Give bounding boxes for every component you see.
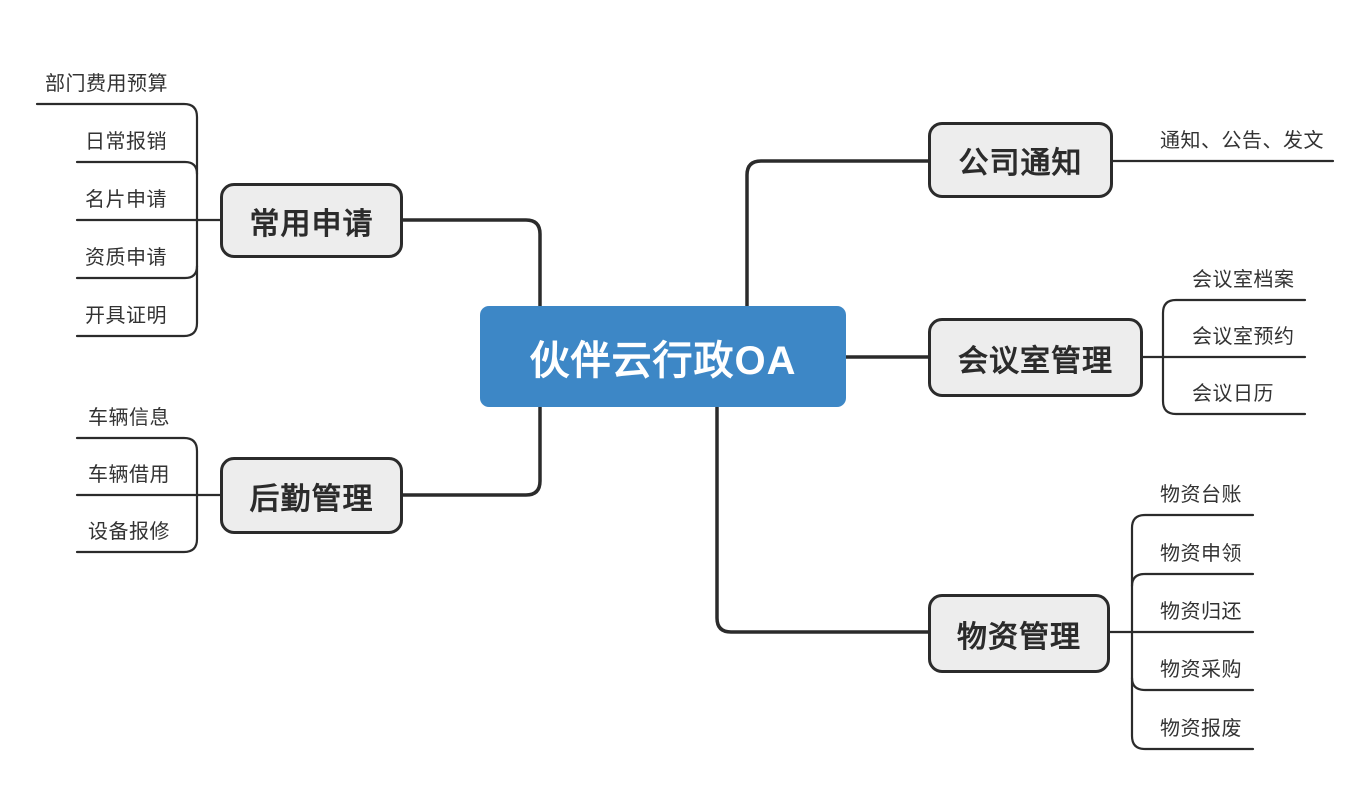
leafline-richangbaoxiao xyxy=(75,160,199,176)
leaf-wuzishenling[interactable]: 物资申领 xyxy=(1160,543,1242,565)
branch-node-gongsitongzhi[interactable]: 公司通知 xyxy=(928,122,1113,198)
leaf-zizhishenqing[interactable]: 资质申请 xyxy=(85,247,167,269)
leaf-huiyishiyuyue[interactable]: 会议室预约 xyxy=(1192,326,1295,348)
branch-node-houqinguanli[interactable]: 后勤管理 xyxy=(220,457,403,534)
leaf-wuzibaofei[interactable]: 物资报废 xyxy=(1160,718,1242,740)
leaf-kaijuzhengming[interactable]: 开具证明 xyxy=(85,305,167,327)
connector-root-wuzi xyxy=(715,405,930,634)
leaf-huiyishidangan[interactable]: 会议室档案 xyxy=(1192,269,1295,291)
leaf-cheliangjieyong[interactable]: 车辆借用 xyxy=(88,464,170,486)
leaf-bumenfeiyuyusuan[interactable]: 部门费用预算 xyxy=(45,73,168,95)
leaf-cheliangxinxi[interactable]: 车辆信息 xyxy=(88,407,170,429)
leafline-wuzicaigou xyxy=(1130,676,1255,692)
connector-root-changyong xyxy=(401,218,542,309)
leaf-richangbaoxiao[interactable]: 日常报销 xyxy=(85,131,167,153)
connector-root-houqin xyxy=(401,405,542,497)
leaf-mingpianshenqing[interactable]: 名片申请 xyxy=(85,189,167,211)
leaf-wuzicaigou[interactable]: 物资采购 xyxy=(1160,659,1242,681)
leaf-tongzhigonggaofawen[interactable]: 通知、公告、发文 xyxy=(1160,130,1324,152)
branch-node-changyongshenqing[interactable]: 常用申请 xyxy=(220,183,403,258)
leafline-zizhishenqing xyxy=(75,264,199,280)
connector-root-tongzhi xyxy=(745,159,930,309)
branch-node-huiyishiguanli[interactable]: 会议室管理 xyxy=(928,318,1143,397)
leaf-shebeibaoxiu[interactable]: 设备报修 xyxy=(88,521,170,543)
leaf-wuziguihuan[interactable]: 物资归还 xyxy=(1160,601,1242,623)
leafline-wuzishenling xyxy=(1130,572,1255,588)
leaf-wuzitaizhang[interactable]: 物资台账 xyxy=(1160,484,1242,506)
branch-node-wuziguanli[interactable]: 物资管理 xyxy=(928,594,1110,673)
leaf-huiyirili[interactable]: 会议日历 xyxy=(1192,383,1274,405)
root-node[interactable]: 伙伴云行政OA xyxy=(480,306,846,407)
